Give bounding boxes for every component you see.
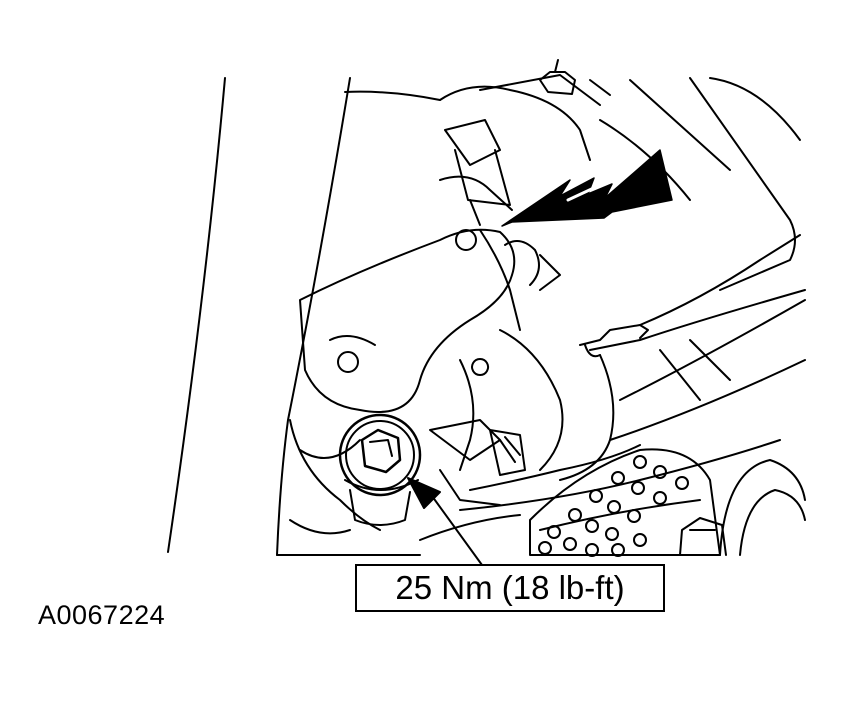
- perforated-plate: [529, 448, 721, 557]
- mounting-bracket: [299, 119, 561, 413]
- disc-hub: [679, 459, 806, 556]
- frame-rail: [559, 234, 806, 481]
- double-arrow-icon: [501, 149, 673, 227]
- torque-spec-label: 25 Nm (18 lb-ft): [355, 564, 665, 612]
- upper-assembly: [439, 59, 801, 291]
- lower-housing: [419, 329, 781, 541]
- hex-bolt-icon: [338, 413, 422, 526]
- figure-id-label: A0067224: [38, 600, 166, 630]
- housing-outline: [167, 77, 441, 556]
- pointer-arrow-icon: [407, 477, 483, 566]
